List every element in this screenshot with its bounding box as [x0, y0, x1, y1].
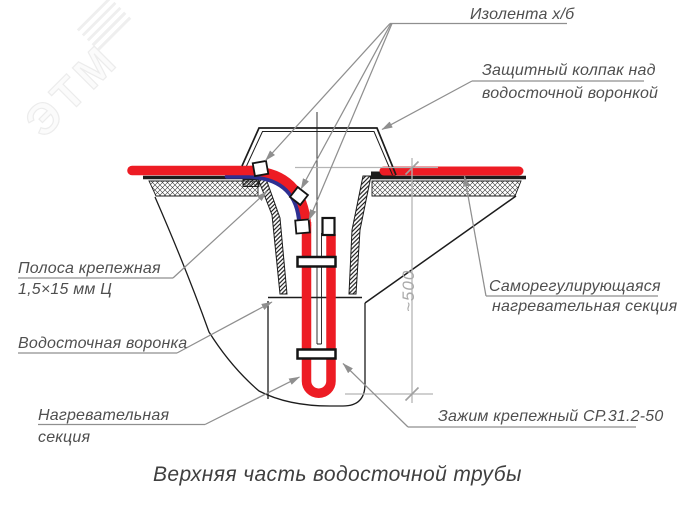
- label-zazhim: Зажим крепежный СР.31.2-50: [438, 408, 664, 425]
- tape-wrap-3: [294, 218, 311, 235]
- protective-cap: [241, 127, 397, 176]
- cold-lead-cable-blue: [224, 174, 302, 226]
- label-samoreg-line2: нагревательная секция: [492, 298, 678, 315]
- label-nagrev-line2: секция: [38, 429, 91, 446]
- dim-tick-bottom: [404, 386, 420, 402]
- fixing-clamp-upper: [296, 255, 337, 268]
- leader-zazhim: [342, 363, 409, 428]
- leader-samoreg: [463, 175, 487, 297]
- cold-lead-line: [317, 233, 322, 345]
- leader-voronka: [176, 301, 273, 354]
- label-voronka: Водосточная воронка: [18, 335, 188, 352]
- structure-lines: [143, 112, 526, 407]
- label-polosa-line2: 1,5×15 мм Ц: [18, 281, 113, 298]
- label-nagrev-line1: Нагревательная: [38, 407, 170, 424]
- roof-insulation-left: [148, 180, 259, 197]
- fixtures: [251, 159, 337, 360]
- fixing-clamp-lower: [296, 348, 337, 360]
- leader-izolenta-2: [300, 23, 392, 190]
- leader-izolenta-1: [265, 23, 391, 161]
- label-izolenta: Изолента х/б: [470, 6, 575, 23]
- leader-nagrev: [204, 376, 300, 426]
- cap-inner-line: [246, 131, 393, 176]
- label-polosa-line1: Полоса крепежная: [18, 260, 161, 277]
- dimension-label: ~500: [399, 269, 418, 312]
- diagram-caption: Верхняя часть водосточной трубы: [153, 463, 522, 486]
- heating-cables: [127, 165, 524, 398]
- pipe-bowl-outline: [154, 196, 366, 407]
- dimension-500: [295, 158, 438, 403]
- dim-tick-top: [404, 160, 420, 176]
- heating-cable-loop: [301, 222, 336, 398]
- fixing-strip-left: [242, 179, 260, 187]
- roof-insulation-right: [371, 180, 522, 197]
- tape-wrap-2: [288, 185, 310, 207]
- leader-polosa: [172, 191, 268, 279]
- label-samoreg-line1: Саморегулирующаяся: [489, 278, 661, 295]
- tape-wrap-1: [251, 159, 270, 178]
- cap-outer-line: [241, 127, 397, 176]
- roof-deck-right: [364, 195, 517, 304]
- funnel-wall-right: [348, 175, 372, 295]
- label-kolpak-line1: Защитный колпак над: [482, 62, 656, 79]
- cable-end-seal: [321, 216, 336, 237]
- funnel-wall-left: [256, 175, 288, 295]
- leader-lines: [18, 22, 658, 428]
- leader-kolpak: [381, 80, 473, 131]
- label-kolpak-line2: водосточной воронкой: [482, 85, 659, 102]
- leader-izolenta-3: [308, 23, 393, 221]
